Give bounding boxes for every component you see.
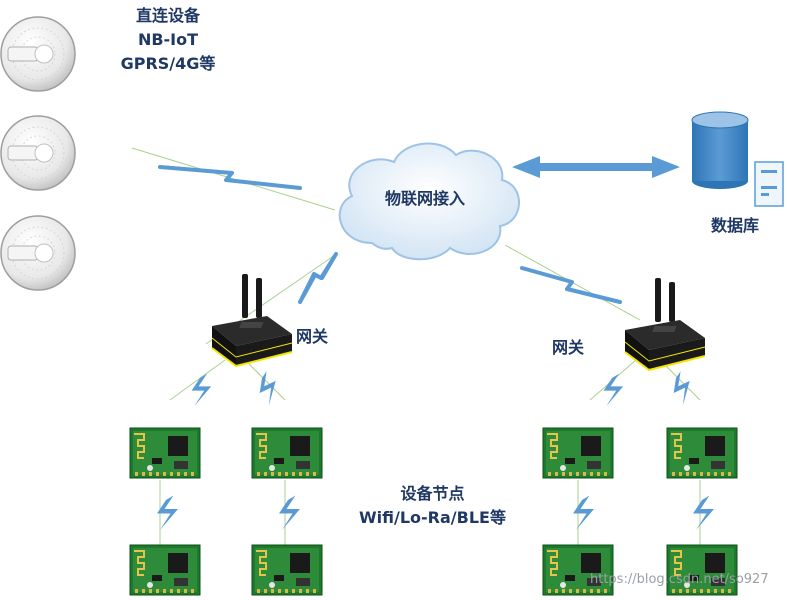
device-node-pcb <box>129 427 201 479</box>
database-label: 数据库 <box>710 216 759 235</box>
lightning-icon <box>279 495 300 530</box>
cloud-label: 物联网接入 <box>384 189 465 208</box>
database-server-icon <box>691 111 784 207</box>
device-node-pcb <box>666 427 738 479</box>
direct-devices-line-1: 直连设备 <box>135 6 200 25</box>
device-node-pcb <box>542 544 614 596</box>
lightning-icon <box>693 495 714 530</box>
gateway-left-label: 网关 <box>296 327 329 346</box>
lightning-icon <box>158 165 302 190</box>
sensor-middle <box>0 115 76 191</box>
gateway-right <box>624 277 706 371</box>
lightning-icon <box>666 369 698 407</box>
lightning-icon <box>603 373 624 406</box>
device-node-pcb <box>666 544 738 596</box>
lightning-icon <box>298 252 338 304</box>
direct-devices-line-2: NB-IoT <box>137 30 199 49</box>
bidirectional-arrow <box>512 156 680 178</box>
direct-devices-label: 直连设备 NB-IoT GPRS/4G等 <box>108 4 228 76</box>
sensor-bottom <box>0 215 76 291</box>
device-node-pcb <box>129 544 201 596</box>
gateway-left <box>211 273 293 367</box>
device-nodes-line-2: Wifi/Lo-Ra/BLE等 <box>359 508 506 527</box>
direct-devices-line-3: GPRS/4G等 <box>120 54 216 73</box>
lightning-icon <box>191 373 212 406</box>
device-node-pcb <box>251 544 323 596</box>
device-nodes-line-1: 设备节点 <box>400 484 465 503</box>
watermark: https://blog.csdn.net/so927 <box>590 572 769 587</box>
device-nodes-label: 设备节点 Wifi/Lo-Ra/BLE等 <box>345 482 520 530</box>
lightning-icon <box>520 266 622 304</box>
device-node-pcb <box>251 427 323 479</box>
lightning-icon <box>252 369 284 407</box>
sensor-top <box>0 16 76 92</box>
device-node-pcb <box>542 427 614 479</box>
gateway-right-label: 网关 <box>552 338 585 357</box>
lightning-icon <box>573 495 594 530</box>
cloud-icon <box>338 142 520 261</box>
